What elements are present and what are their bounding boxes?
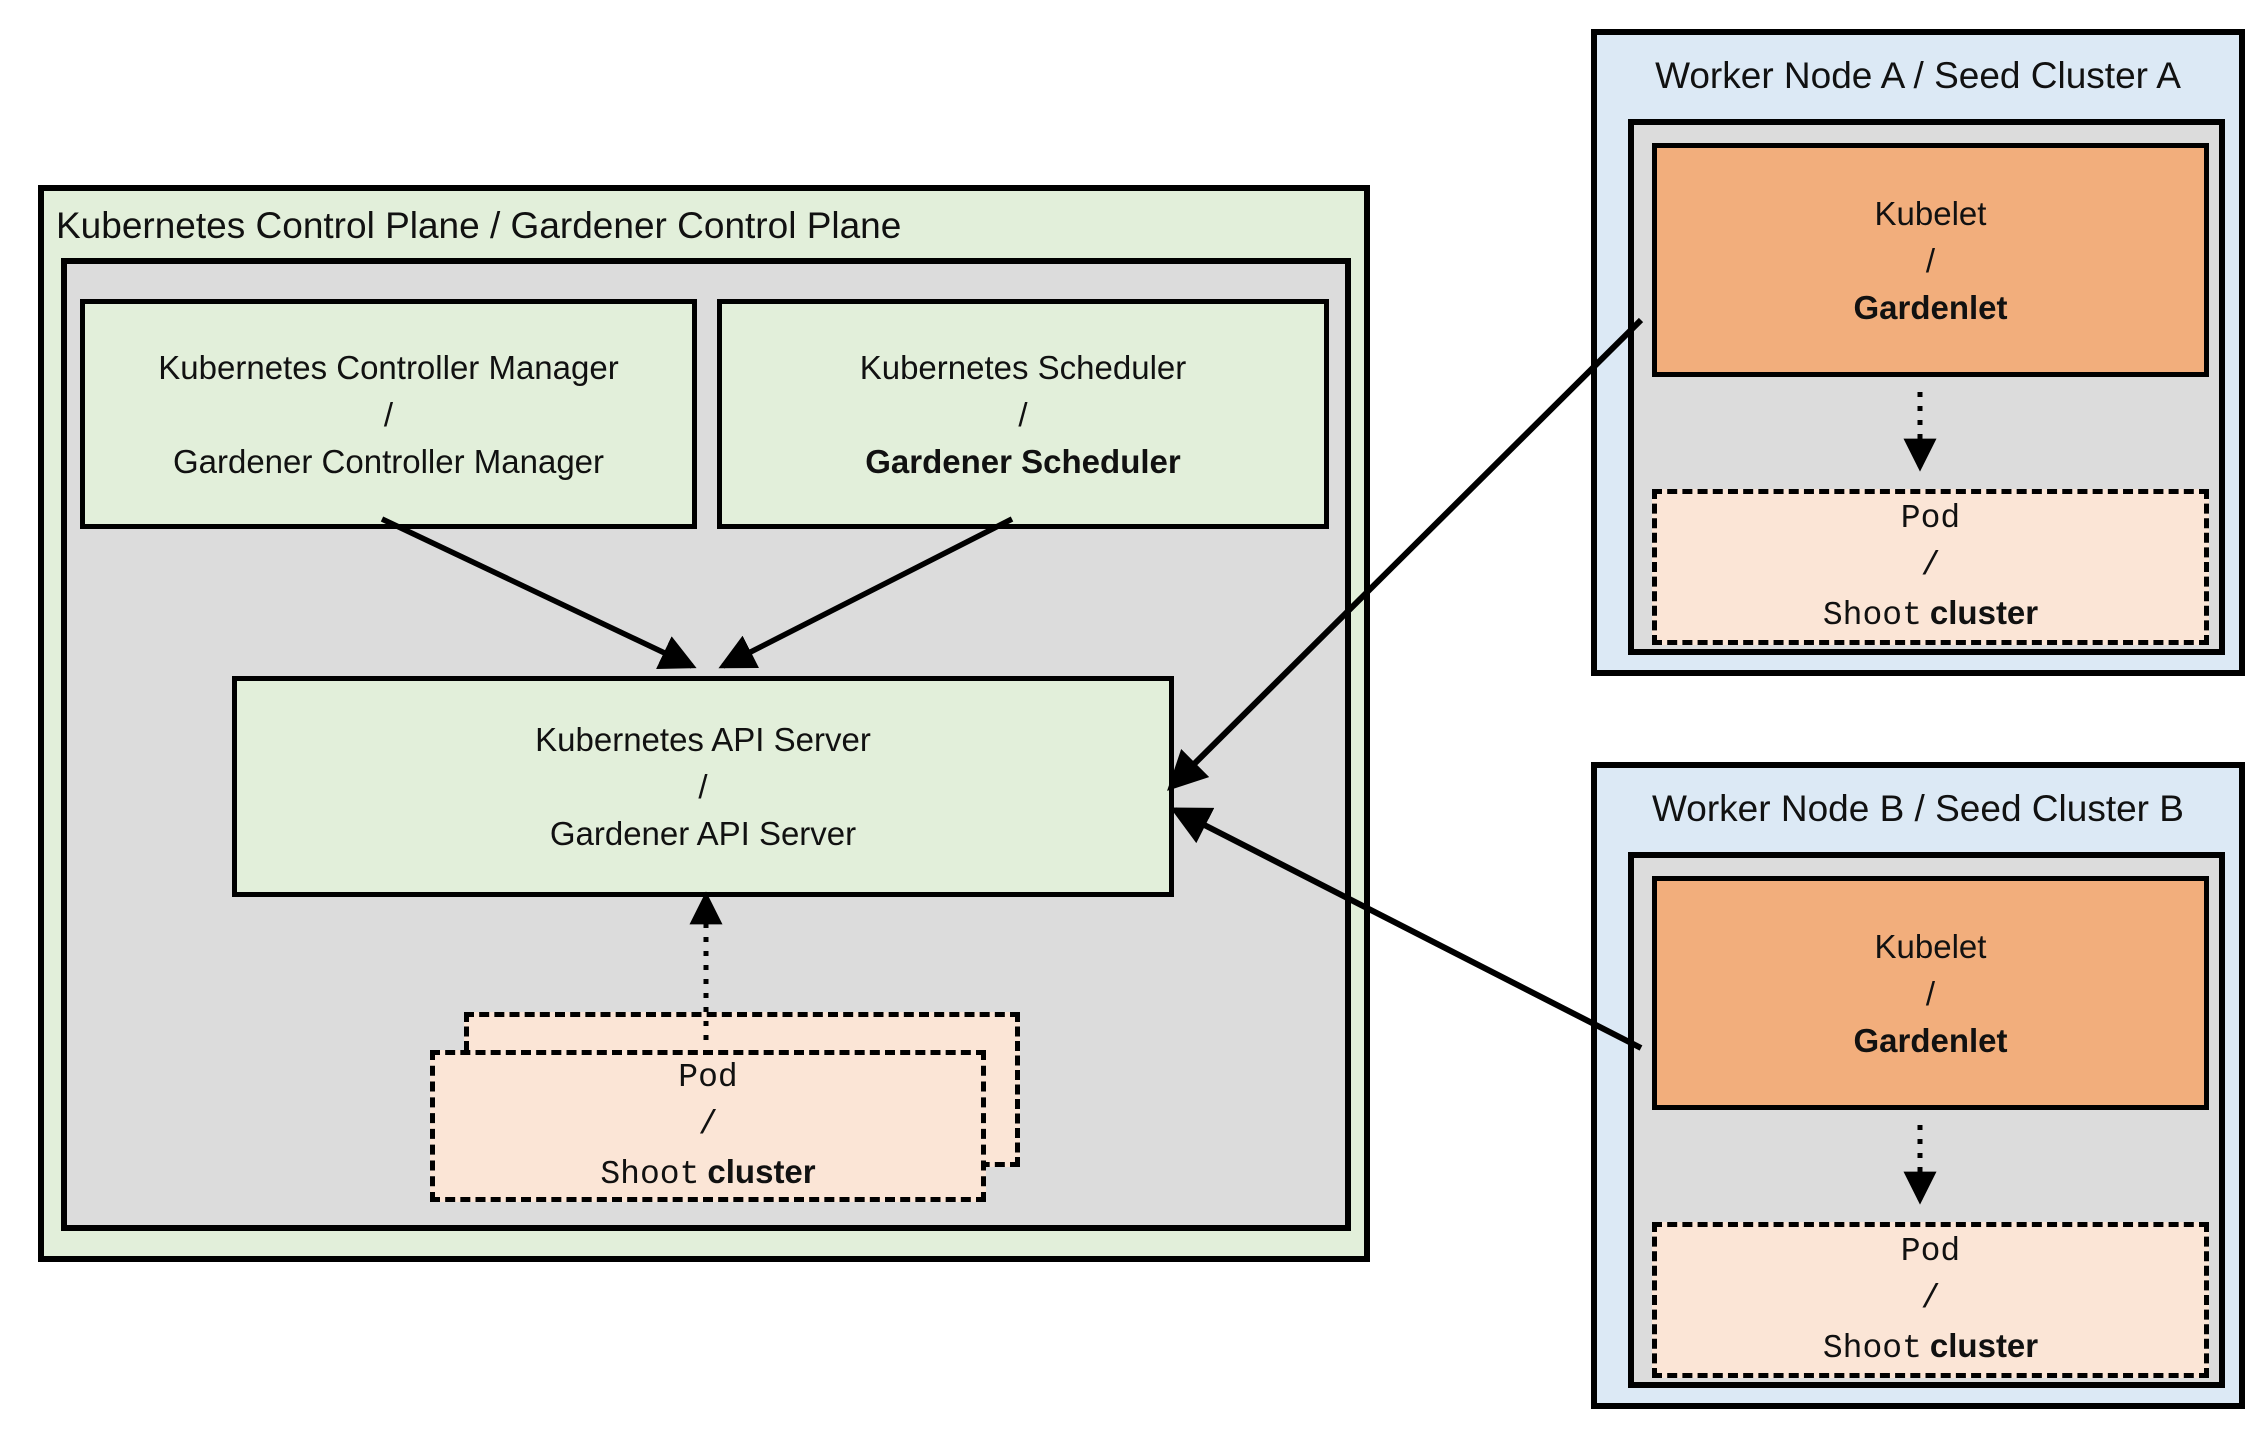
cp-pod-label: Pod: [678, 1059, 738, 1096]
api-server-separator: /: [698, 768, 708, 805]
cp-pod-separator: /: [698, 1106, 718, 1143]
worker-node-b-panel: Worker Node B / Seed Cluster B Kubelet /…: [1591, 762, 2245, 1409]
api-server-box: Kubernetes API Server / Gardener API Ser…: [232, 676, 1174, 897]
worker-b-cluster-label: cluster: [1929, 1327, 2039, 1364]
controller-manager-box: Kubernetes Controller Manager / Gardener…: [80, 299, 697, 529]
controller-manager-gardener-label: Gardener Controller Manager: [172, 442, 605, 480]
kubelet-a-separator: /: [1925, 241, 1936, 279]
controller-manager-kubernetes-label: Kubernetes Controller Manager: [158, 348, 619, 386]
worker-a-pod-label: Pod: [1900, 500, 1961, 537]
worker-node-a-title: Worker Node A / Seed Cluster A: [1655, 55, 2181, 96]
worker-node-b-title: Worker Node B / Seed Cluster B: [1652, 788, 2184, 829]
api-server-gardener-label: Gardener API Server: [549, 815, 857, 852]
scheduler-kubernetes-label: Kubernetes Scheduler: [859, 348, 1187, 386]
kubelet-a-label: Kubelet: [1874, 194, 1987, 232]
scheduler-box: Kubernetes Scheduler / Gardener Schedule…: [717, 299, 1329, 529]
worker-a-cluster-label: cluster: [1929, 594, 2039, 631]
gardenlet-a-label: Gardenlet: [1853, 288, 2008, 326]
gardenlet-b-label: Gardenlet: [1853, 1021, 2008, 1059]
worker-a-pod-separator: /: [1920, 547, 1941, 584]
kubelet-box-b: Kubelet / Gardenlet: [1652, 876, 2209, 1110]
worker-a-shoot-label: Shoot: [1822, 597, 1922, 634]
cp-cluster-label: cluster: [707, 1153, 816, 1190]
worker-b-pod-label: Pod: [1900, 1233, 1961, 1270]
worker-b-pod-separator: /: [1920, 1280, 1941, 1317]
api-server-kubernetes-label: Kubernetes API Server: [535, 721, 871, 758]
control-plane-panel: Kubernetes Control Plane / Gardener Cont…: [38, 185, 1370, 1262]
scheduler-gardener-label: Gardener Scheduler: [865, 442, 1181, 480]
cp-shoot-label: Shoot: [600, 1156, 700, 1193]
kubelet-box-a: Kubelet / Gardenlet: [1652, 143, 2209, 377]
kubelet-b-label: Kubelet: [1874, 927, 1987, 965]
kubelet-b-separator: /: [1925, 974, 1936, 1012]
worker-b-shoot-label: Shoot: [1822, 1330, 1922, 1367]
control-plane-title: Kubernetes Control Plane / Gardener Cont…: [56, 205, 902, 246]
worker-node-a-panel: Worker Node A / Seed Cluster A Kubelet /…: [1591, 29, 2245, 676]
scheduler-separator: /: [1018, 395, 1028, 433]
controller-manager-separator: /: [383, 395, 394, 433]
control-plane-inner-area: Kubernetes Controller Manager / Gardener…: [61, 258, 1351, 1231]
